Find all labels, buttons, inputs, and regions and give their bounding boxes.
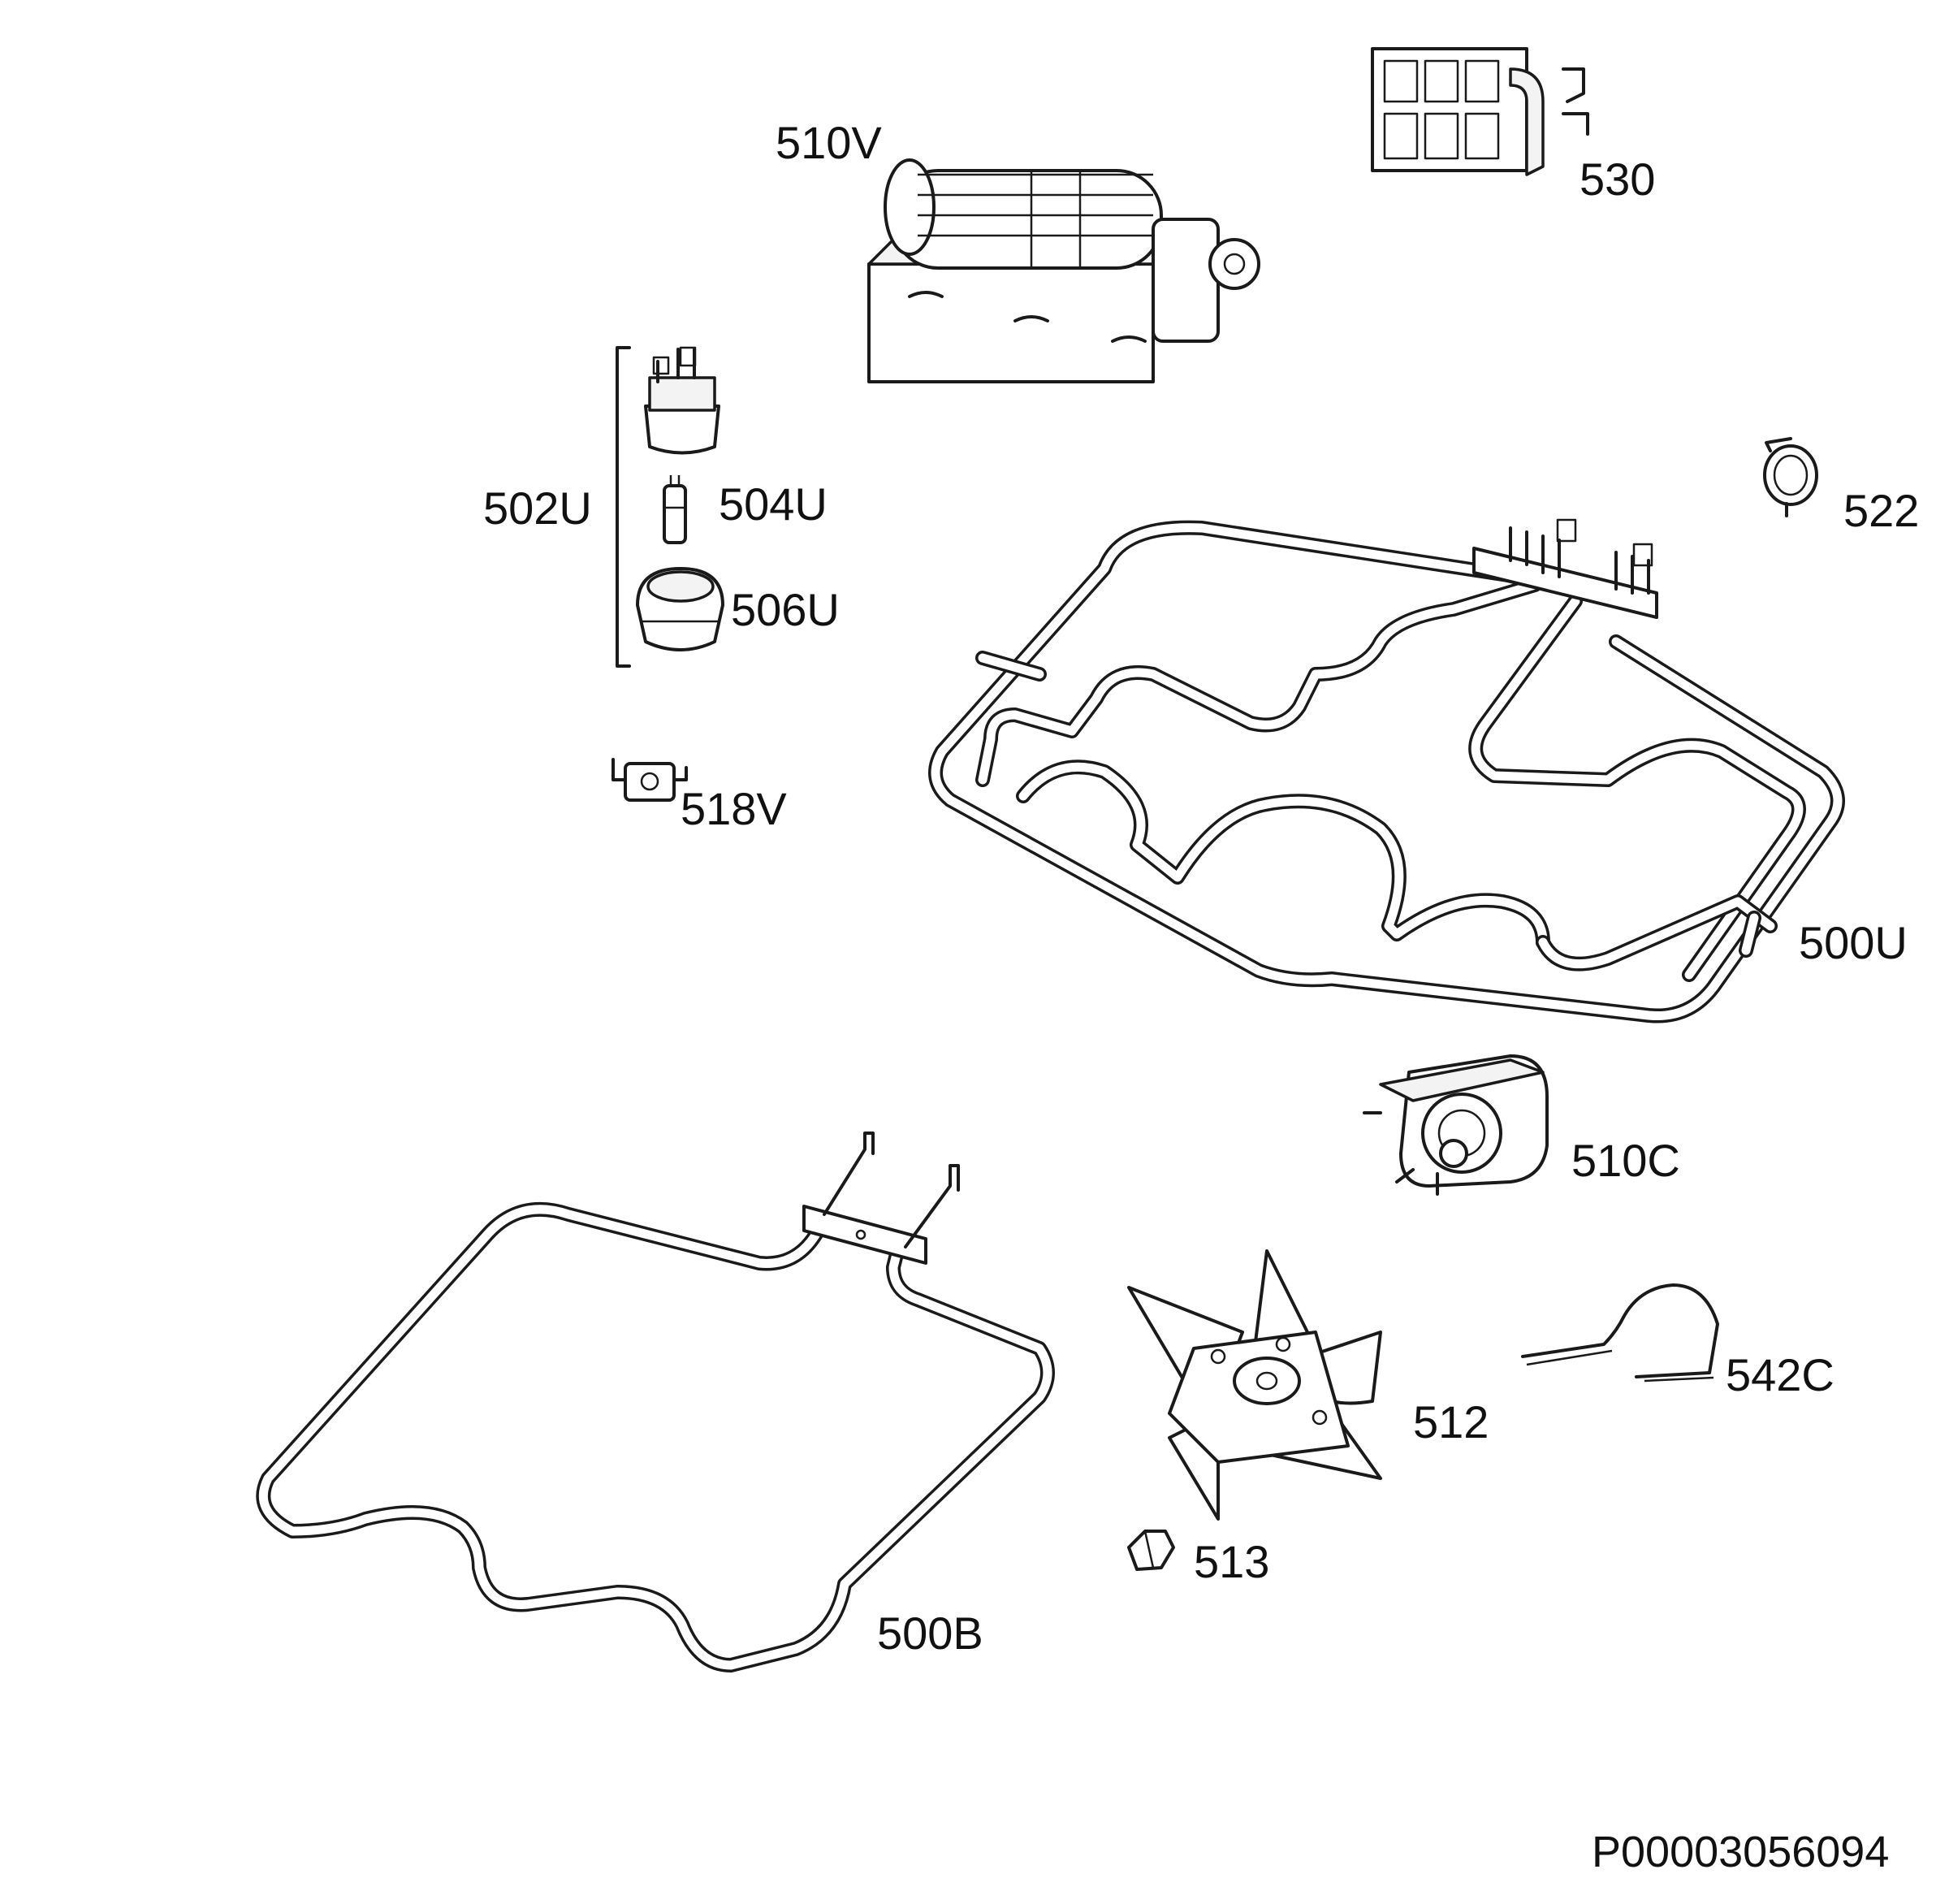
fan-motor-icon: [1363, 1054, 1549, 1196]
part-label-506u: 506U: [731, 584, 840, 635]
thermostat-icon: [611, 758, 688, 802]
terminal-block-icon: [1371, 47, 1589, 176]
nut-icon: [1127, 1530, 1175, 1571]
drawing-reference-code: P00003056094: [1592, 1828, 1889, 1876]
part-label-510c: 510C: [1571, 1135, 1680, 1186]
part-label-518v: 518V: [681, 783, 787, 834]
lamp-holder-icon: [644, 346, 720, 455]
bottom-heating-element-icon: [256, 1132, 1055, 1672]
part-label-504u: 504U: [719, 478, 828, 530]
part-label-500u: 500U: [1799, 917, 1908, 968]
part-label-542c: 542C: [1726, 1349, 1834, 1400]
lamp-bulb-icon: [663, 475, 687, 544]
part-label-500b: 500B: [877, 1608, 983, 1659]
part-label-530: 530: [1580, 154, 1655, 205]
part-label-522: 522: [1843, 485, 1919, 536]
tangential-fan-icon: [867, 158, 1260, 383]
part-label-510v: 510V: [776, 117, 882, 168]
clamp-ring-icon: [1763, 437, 1818, 517]
lamp-assembly-bracket-icon: [616, 346, 631, 668]
part-label-502u: 502U: [483, 482, 592, 534]
lamp-cover-icon: [636, 567, 724, 651]
fan-blade-icon: [1127, 1249, 1382, 1521]
top-heating-element-icon: [928, 518, 1845, 1023]
part-label-513: 513: [1194, 1536, 1269, 1587]
spring-clip-icon: [1521, 1283, 1719, 1383]
part-label-512: 512: [1413, 1396, 1489, 1447]
